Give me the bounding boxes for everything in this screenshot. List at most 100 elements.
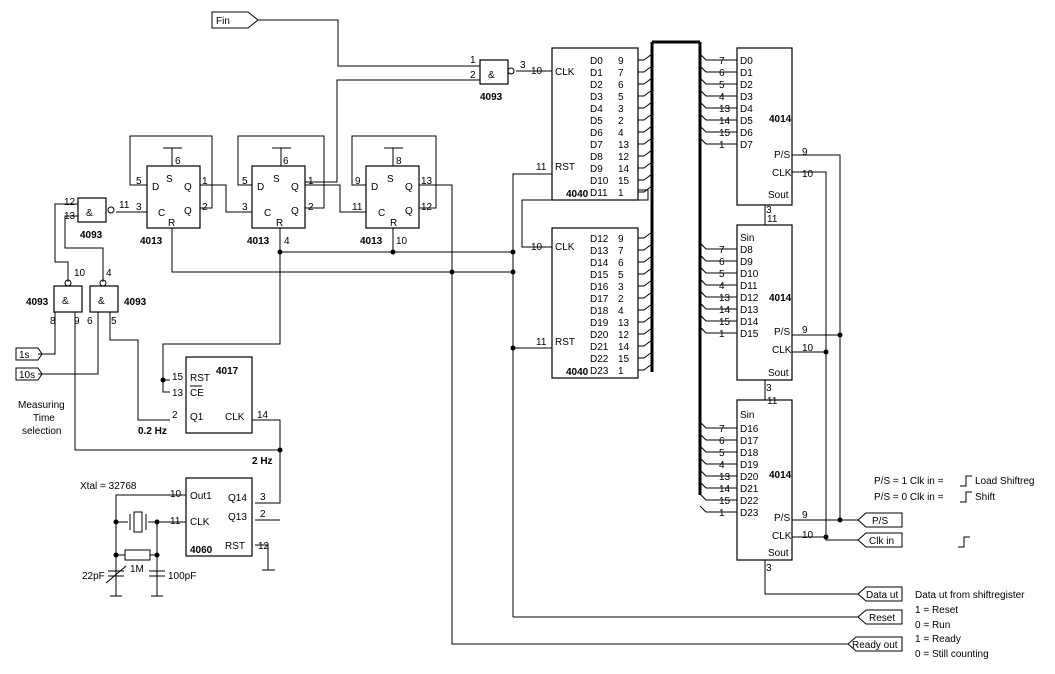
svg-text:Q1: Q1 [190, 412, 204, 423]
wires [38, 19, 858, 645]
counter-output-line [638, 113, 653, 121]
counter-output-label: D3 [590, 92, 603, 103]
svg-text:R: R [390, 218, 397, 229]
shift-input-label: D23 [740, 508, 759, 519]
svg-text:10: 10 [396, 236, 408, 247]
flip-flop-3: D S Q Q C R 9 8 13 11 12 10 4013 [352, 147, 433, 247]
shift-input-label: D5 [740, 116, 753, 127]
svg-text:Ready out: Ready out [852, 640, 898, 651]
counter-pin-number: 4 [618, 306, 624, 317]
counter-pin-number: 9 [618, 56, 624, 67]
svg-text:10: 10 [74, 268, 86, 279]
counter-output-label: D15 [590, 270, 609, 281]
svg-text:5: 5 [136, 176, 142, 187]
shift-input-line [699, 326, 737, 334]
svg-text:Sout: Sout [768, 548, 789, 559]
svg-text:11: 11 [536, 337, 547, 348]
svg-text:2: 2 [202, 202, 208, 213]
counter-pin-number: 13 [618, 140, 630, 151]
counter-pin-number: 2 [618, 294, 624, 305]
counter-output-line [638, 185, 653, 193]
svg-text:C: C [158, 208, 165, 219]
svg-text:CLK: CLK [555, 67, 575, 78]
shift-pin-number: 15 [719, 128, 731, 139]
port-reset: Reset [857, 609, 903, 625]
svg-text:4013: 4013 [360, 236, 383, 247]
counter-output-line [638, 231, 653, 239]
svg-text:selection: selection [22, 426, 61, 437]
counter-pin-number: 5 [618, 270, 624, 281]
ps-legend: P/S = 1 Clk in = Load Shiftreg P/S = 0 C… [874, 475, 1035, 548]
shift-input-line [699, 254, 737, 262]
shift-input-line [699, 242, 737, 250]
port-ready-out: Ready out [847, 636, 903, 652]
svg-text:S: S [387, 174, 394, 185]
svg-text:13: 13 [421, 176, 433, 187]
shift-input-line [699, 302, 737, 310]
shift-input-label: D20 [740, 472, 759, 483]
shift-input-label: D7 [740, 140, 753, 151]
counter-output-label: D6 [590, 128, 603, 139]
nand-gate-a: & 10 8 9 4093 [26, 268, 86, 327]
shift-input-line [699, 314, 737, 322]
svg-text:RST: RST [225, 541, 245, 552]
nand-gate-left: & 12 13 11 4093 [64, 197, 130, 241]
shift-input-line [699, 290, 737, 298]
counter-output-line [638, 255, 653, 263]
svg-text:4040: 4040 [566, 189, 589, 200]
counter-pin-number: 7 [618, 246, 624, 257]
shift-input-label: D22 [740, 496, 759, 507]
svg-text:12: 12 [421, 202, 433, 213]
counter-output-line [638, 149, 653, 157]
svg-text:Time: Time [33, 413, 55, 424]
svg-text:Sin: Sin [740, 233, 754, 244]
svg-text:6: 6 [87, 316, 93, 327]
shift-input-label: D15 [740, 329, 759, 340]
svg-text:4093: 4093 [80, 230, 103, 241]
shift-pin-number: 14 [719, 484, 731, 495]
svg-text:1 = Reset: 1 = Reset [915, 605, 958, 616]
svg-text:P/S: P/S [774, 150, 790, 161]
shift-pin-number: 5 [719, 269, 725, 280]
svg-text:Reset: Reset [869, 613, 895, 624]
svg-text:Sin: Sin [740, 410, 754, 421]
counter-output-label: D0 [590, 56, 603, 67]
svg-text:&: & [86, 208, 93, 219]
port-clk-in: Clk in [857, 532, 903, 548]
port-1s: 1s [15, 347, 43, 361]
counter-pin-number: 3 [618, 104, 624, 115]
shift-input-label: D12 [740, 293, 759, 304]
svg-text:11: 11 [767, 396, 778, 407]
svg-text:RST: RST [555, 162, 575, 173]
flip-flop-2: D S Q Q C R 5 6 1 3 2 4 4013 [242, 147, 314, 247]
svg-text:10s: 10s [19, 370, 35, 381]
counter-output-label: D12 [590, 234, 609, 245]
svg-text:1 = Ready: 1 = Ready [915, 634, 961, 645]
counter-output-label: D11 [590, 188, 608, 199]
svg-text:14: 14 [257, 410, 269, 421]
svg-text:10: 10 [802, 530, 814, 541]
port-10s: 10s [15, 367, 43, 381]
counter-output-line [638, 291, 653, 299]
shift-input-label: D6 [740, 128, 753, 139]
trimmer-capacitor: 22pF [82, 565, 127, 584]
counter-output-label: D4 [590, 104, 603, 115]
counter-output-line [638, 303, 653, 311]
shift-pin-number: 6 [719, 257, 725, 268]
svg-text:CLK: CLK [772, 531, 792, 542]
counter-pin-number: 12 [618, 330, 630, 341]
svg-text:9: 9 [355, 176, 361, 187]
shift-pin-number: 1 [719, 329, 725, 340]
svg-text:Q: Q [405, 206, 413, 217]
counter-pin-number: 7 [618, 68, 624, 79]
shift-input-line [699, 278, 737, 286]
shift-input-line [699, 113, 737, 121]
svg-text:6: 6 [283, 156, 289, 167]
counter-pin-number: 4 [618, 128, 624, 139]
svg-text:13: 13 [64, 211, 76, 222]
svg-text:CLK: CLK [772, 345, 792, 356]
svg-text:3: 3 [766, 563, 772, 574]
shift-pin-number: 13 [719, 472, 731, 483]
svg-text:&: & [488, 70, 495, 81]
